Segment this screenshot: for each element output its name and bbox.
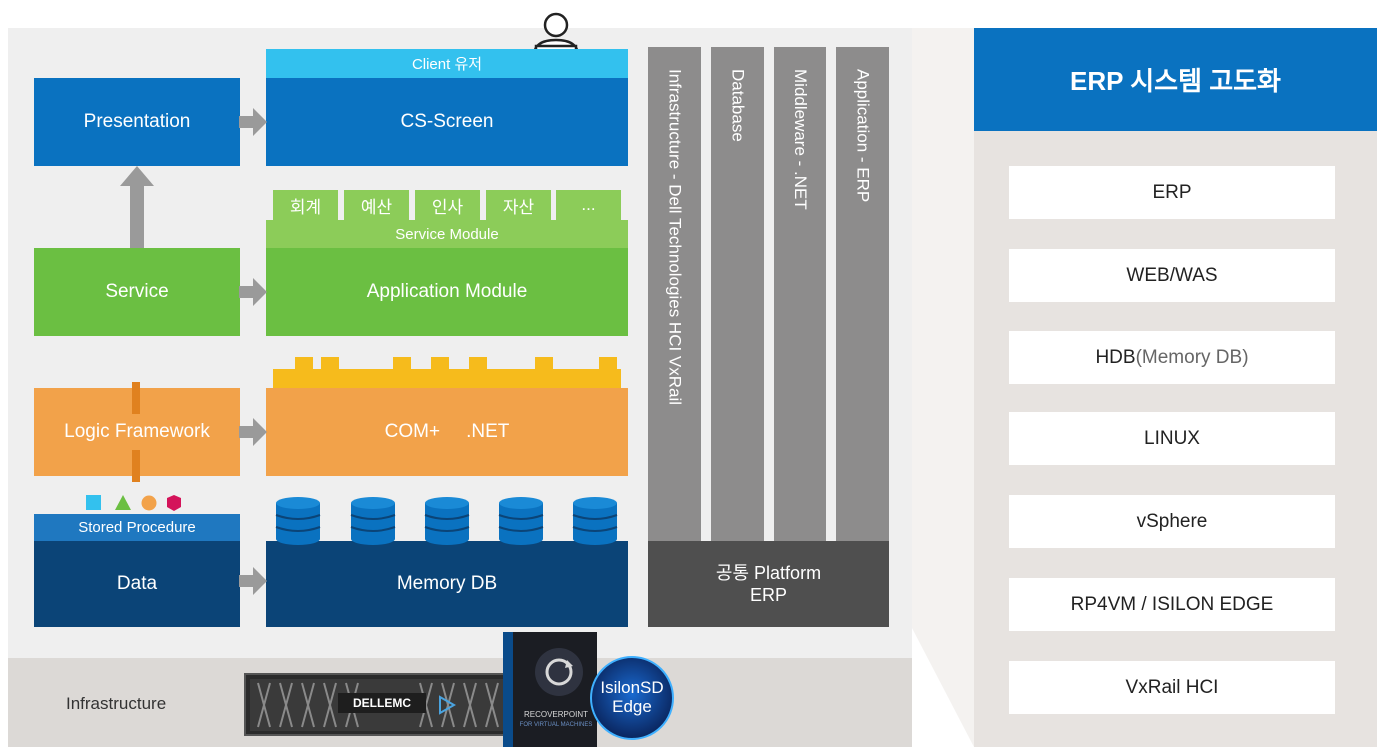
right-panel-title: ERP 시스템 고도화 — [974, 28, 1377, 131]
service-module-bar: Service Module — [266, 220, 628, 248]
recoverpoint-label: RECOVERPOINT — [523, 710, 588, 719]
recoverpoint-sublabel: FOR VIRTUAL MACHINES — [519, 722, 593, 728]
stack-item-rp4vm: RP4VM / ISILON EDGE — [1009, 578, 1335, 631]
arrow-right-icon — [239, 567, 267, 595]
infrastructure-column-label: Infrastructure - Dell Technologies HCI V… — [665, 69, 685, 406]
presentation-layer: Presentation — [34, 78, 240, 166]
recoverpoint-logo-icon — [535, 648, 583, 696]
stack-item-label: ERP — [1152, 181, 1192, 203]
stack-item-linux: LINUX — [1009, 412, 1335, 465]
database-icon — [572, 497, 618, 545]
connector-pin-bottom — [132, 450, 140, 482]
module-tab-hr: 인사 — [415, 190, 480, 220]
infrastructure-column: Infrastructure - Dell Technologies HCI V… — [648, 47, 701, 541]
arrow-right-icon — [239, 278, 267, 306]
application-column-label: Application - ERP — [853, 69, 873, 203]
isilonsd-edge-badge: IsilonSD Edge — [590, 656, 674, 740]
data-layer: Data — [34, 541, 240, 627]
isilon-badge-line1: IsilonSD — [600, 678, 664, 698]
com-plus-label: COM+ — [384, 421, 441, 442]
application-module: Application Module — [266, 248, 628, 336]
memory-db-module: Memory DB — [266, 541, 628, 627]
platform-line1: 공통 Platform — [715, 562, 822, 583]
stack-item-label: WEB/WAS — [1126, 264, 1218, 286]
stack-item-vxrail: VxRail HCI — [1009, 661, 1335, 714]
server-brand: DELLEMC — [338, 693, 426, 713]
com-net-module: COM+ .NET — [266, 388, 628, 476]
database-icon — [350, 497, 396, 545]
stack-item-web-was: WEB/WAS — [1009, 249, 1335, 302]
connector-pin-top — [132, 382, 140, 414]
stack-item-sublabel: (Memory DB) — [1135, 346, 1249, 368]
stack-item-label: VxRail HCI — [1125, 676, 1219, 698]
stack-item-label: RP4VM / ISILON EDGE — [1070, 593, 1274, 615]
middleware-column-label: Middleware - .NET — [791, 69, 810, 210]
panel-connector — [912, 28, 974, 747]
module-tab-more: ... — [556, 190, 621, 220]
arrow-right-icon — [239, 418, 267, 446]
arrow-right-icon — [239, 108, 267, 136]
dotnet-label: .NET — [466, 421, 510, 442]
shape-icons — [86, 495, 181, 511]
recoverpoint-box: RECOVERPOINT FOR VIRTUAL MACHINES — [503, 632, 597, 747]
stack-item-hdb: HDB (Memory DB) — [1009, 331, 1335, 384]
application-column: Application - ERP — [836, 47, 889, 541]
right-panel — [974, 28, 1377, 747]
service-layer: Service — [34, 248, 240, 336]
stored-procedure-bar: Stored Procedure — [34, 514, 240, 541]
module-tab-budget: 예산 — [344, 190, 409, 220]
database-icon — [424, 497, 470, 545]
platform-line2: ERP — [749, 585, 787, 605]
module-tab-assets: 자산 — [486, 190, 551, 220]
framework-blocks — [273, 357, 621, 389]
database-icon — [498, 497, 544, 545]
infrastructure-label: Infrastructure — [66, 694, 167, 713]
stack-item-label: HDB — [1095, 346, 1136, 368]
common-platform-box: 공통 Platform ERP — [648, 541, 889, 627]
database-column-label: Database — [728, 69, 748, 142]
database-column: Database — [711, 47, 764, 541]
stack-item-vsphere: vSphere — [1009, 495, 1335, 548]
stack-item-label: LINUX — [1144, 427, 1200, 449]
module-tab-accounting: 회계 — [273, 190, 338, 220]
dell-server: DELLEMC — [244, 673, 534, 736]
cs-screen-module: CS-Screen — [266, 78, 628, 166]
arrow-up-icon — [120, 166, 154, 248]
client-user-bar: Client 유저 — [266, 49, 628, 78]
middleware-column: Middleware - .NET — [774, 47, 826, 541]
stack-item-label: vSphere — [1136, 510, 1208, 532]
database-icon — [275, 497, 321, 545]
isilon-badge-line2: Edge — [612, 697, 652, 716]
stack-item-erp: ERP — [1009, 166, 1335, 219]
